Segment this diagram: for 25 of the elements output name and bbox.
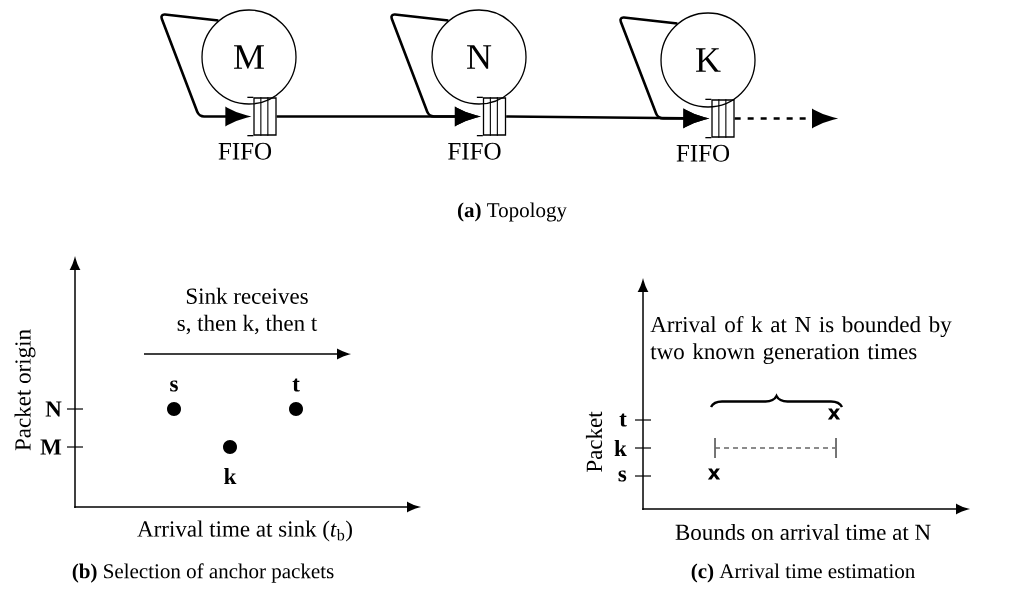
fifo-queue [246,96,277,137]
cross-marker: x [707,468,721,480]
annotation-text: Sink receives s, then k, then t [177,287,318,335]
queue-label: FIFO [676,144,730,162]
tick-label: t [619,413,627,427]
subfigure-caption: (c) Arrival time estimation [691,563,915,583]
axis-title: Packet origin [14,329,36,451]
subfigure-caption: (a) Topology [457,202,567,222]
axis-title: Packet [585,411,603,472]
tick-label: N [45,401,62,417]
tick-label: k [614,440,627,456]
queue-label: FIFO [448,142,501,160]
axis-title: Arrival time at sink (t$_{b}$) [137,520,352,542]
point-label: t [292,378,300,392]
tick-label: s [618,470,627,482]
point-label: k [224,468,237,484]
queue-label: FIFO [218,142,272,160]
fifo-queue [704,98,735,139]
point-label: s [170,380,178,392]
subfigure-caption: (b) Selection of anchor packets [72,563,334,583]
axis-title: Bounds on arrival time at N [675,523,931,541]
tick-label: M [40,439,62,455]
fifo-queue [476,96,507,137]
annotation-text: Arrival of k at N is bounded by two known generation times [650,315,952,365]
cross-marker: x [827,408,841,420]
